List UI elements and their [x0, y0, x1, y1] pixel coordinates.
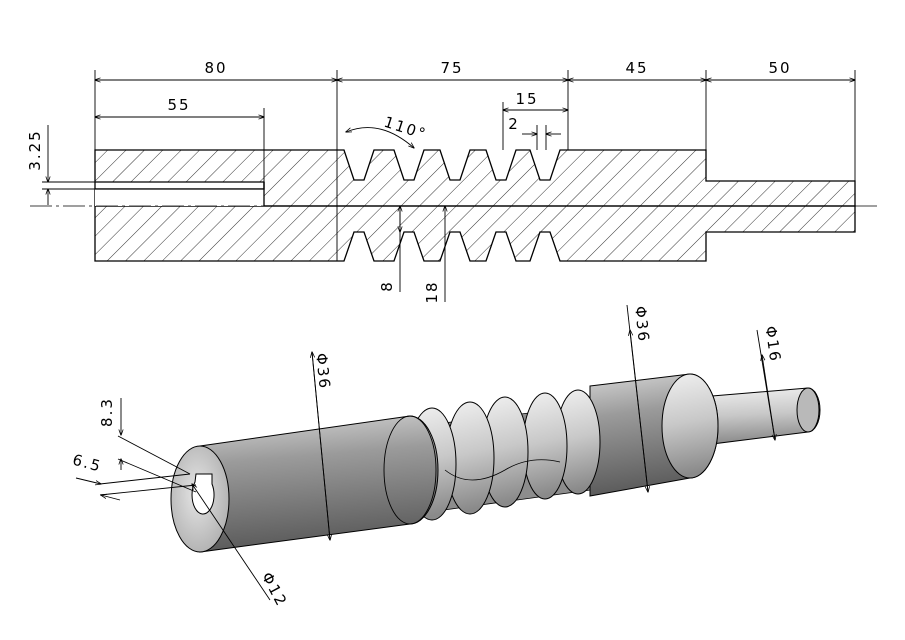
dim-55: 55 — [167, 96, 190, 114]
dim-50: 50 — [768, 59, 791, 77]
worm-threads — [407, 389, 601, 521]
dim-80: 80 — [204, 59, 227, 77]
dim-dia-16: Φ16 — [761, 325, 784, 364]
dim-3-25: 3.25 — [26, 129, 44, 170]
dim-8: 8 — [378, 280, 396, 292]
bore-keyway — [191, 473, 215, 515]
dim-75: 75 — [440, 59, 463, 77]
lower-section — [94, 205, 856, 262]
dim-dia-36-left: Φ36 — [312, 352, 334, 391]
dim-dia-36-right: Φ36 — [631, 305, 653, 344]
dim-8-3: 8.3 — [98, 397, 116, 427]
isometric-view: Φ36 Φ36 Φ16 Φ12 8.3 6.5 — [71, 304, 821, 610]
dim-18: 18 — [423, 280, 441, 303]
dim-6-5: 6.5 — [71, 451, 105, 476]
section-view: 80 75 45 50 55 15 2 110° 3.25 8 18 — [26, 59, 880, 304]
dim-15: 15 — [515, 90, 538, 108]
dim-45: 45 — [625, 59, 648, 77]
dim-110-angle: 110° — [382, 113, 430, 144]
left-cylinder — [199, 415, 439, 553]
dim-2: 2 — [508, 115, 520, 133]
